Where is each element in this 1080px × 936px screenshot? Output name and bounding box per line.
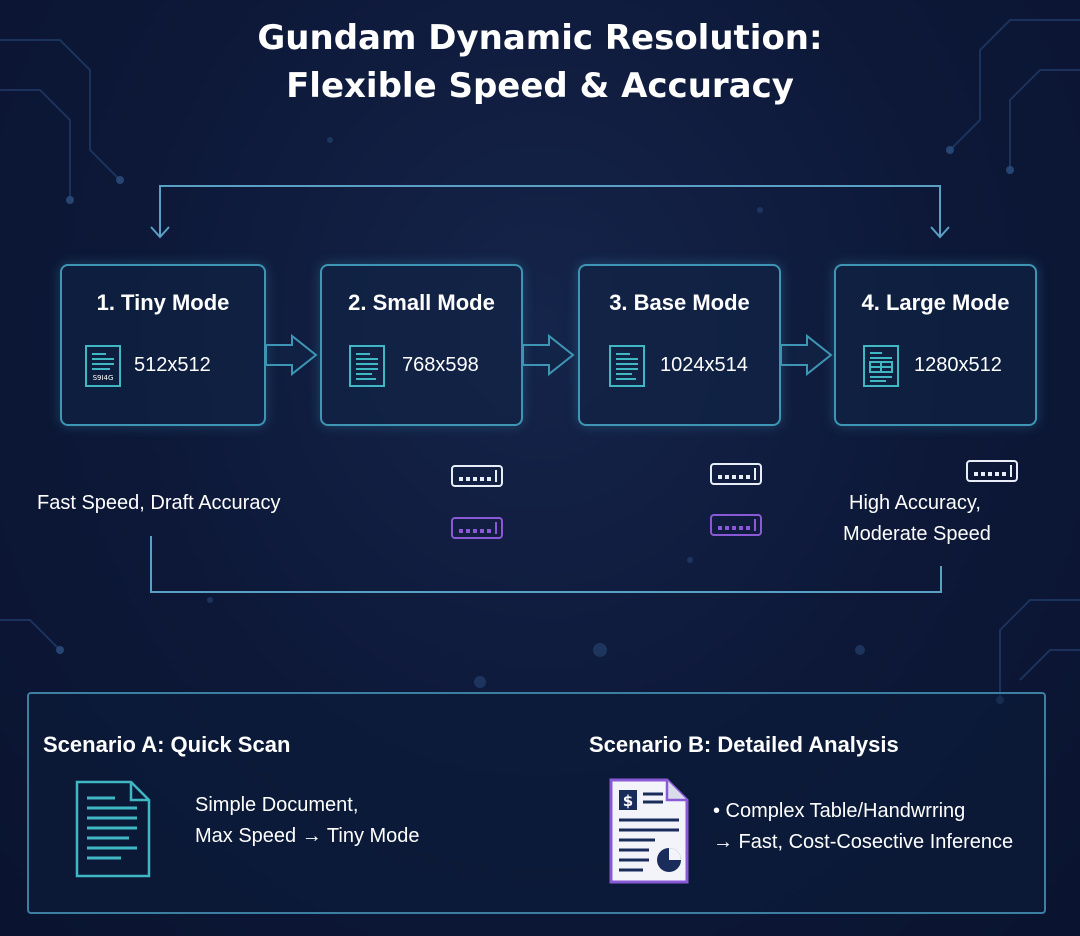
bottom-loop-line xyxy=(150,536,942,593)
doc-icon-label: S9I4G xyxy=(93,374,114,382)
slider-icon-purple-base xyxy=(710,514,762,536)
title-line-2: Flexible Speed & Accuracy xyxy=(286,66,794,106)
mode-card-small: 2. Small Mode 768x598 xyxy=(320,264,523,426)
slider-icon-white-small xyxy=(451,465,503,487)
title-line-1: Gundam Dynamic Resolution: xyxy=(257,18,823,58)
top-loop-line xyxy=(159,185,941,236)
document-icon xyxy=(863,345,899,387)
scenario-a-line-1: Simple Document, xyxy=(195,794,359,816)
mode-title-small: 2. Small Mode xyxy=(348,290,495,315)
scenario-a-title: Scenario A: Quick Scan xyxy=(43,732,291,757)
document-icon xyxy=(349,345,385,387)
speed-label-right-line1: High Accuracy, xyxy=(849,492,981,514)
mode-title-tiny: 1. Tiny Mode xyxy=(96,290,230,315)
scenario-b-line-2: → Fast, Cost-Cosective Inference xyxy=(713,831,1014,853)
slider-icon-white-large xyxy=(966,460,1018,482)
top-loop-arrowhead-right xyxy=(930,226,950,239)
scenario-b-line-1: • Complex Table/Handwrring xyxy=(713,800,966,822)
dollar-icon: $ xyxy=(623,792,633,810)
mode-resolution-base: 1024x514 xyxy=(660,354,748,376)
mode-card-large: 4. Large Mode 1280x512 xyxy=(834,264,1037,426)
scenario-a-description: Simple Document, Max Speed → Tiny Mode xyxy=(195,790,420,852)
document-icon xyxy=(609,345,645,387)
speed-label-right-line2: Moderate Speed xyxy=(843,523,991,545)
mode-card-tiny: 1. Tiny Mode S9I4G 512x512 xyxy=(60,264,266,426)
mode-resolution-large: 1280x512 xyxy=(914,354,1002,376)
slider-icon-white-base xyxy=(710,463,762,485)
mode-title-large: 4. Large Mode xyxy=(861,290,1010,315)
speed-label-left: Fast Speed, Draft Accuracy xyxy=(37,492,281,514)
mode-card-base: 3. Base Mode 1024x514 xyxy=(578,264,781,426)
scenario-a-line-2: Max Speed → Tiny Mode xyxy=(195,825,420,847)
scenario-b-title: Scenario B: Detailed Analysis xyxy=(589,732,899,757)
arrow-small-to-base xyxy=(522,333,575,377)
mode-resolution-small: 768x598 xyxy=(402,354,479,376)
page-title: Gundam Dynamic Resolution: Flexible Spee… xyxy=(0,14,1080,110)
scenario-panel: Scenario A: Quick Scan Simple Document, … xyxy=(27,692,1046,914)
arrow-tiny-to-small xyxy=(265,333,318,377)
financial-report-icon: $ xyxy=(609,778,689,884)
top-loop-arrowhead-left xyxy=(150,226,170,239)
slider-icon-purple-small xyxy=(451,517,503,539)
arrow-base-to-large xyxy=(780,333,833,377)
document-icon xyxy=(75,780,151,878)
mode-resolution-tiny: 512x512 xyxy=(134,354,211,376)
document-icon: S9I4G xyxy=(85,345,121,387)
mode-title-base: 3. Base Mode xyxy=(609,290,750,315)
scenario-b-description: • Complex Table/Handwrring → Fast, Cost-… xyxy=(713,796,1013,858)
